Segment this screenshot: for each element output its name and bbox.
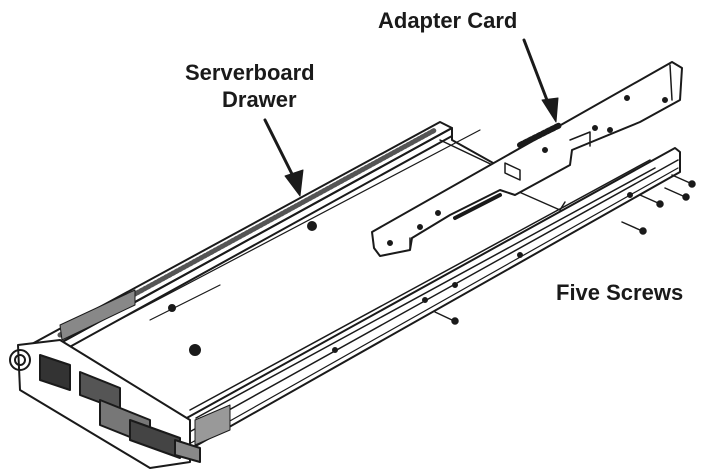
screw xyxy=(639,194,664,208)
screw xyxy=(434,311,459,325)
adapter-card-arrow xyxy=(522,38,559,123)
adapter-card-label: Adapter Card xyxy=(378,8,518,33)
serverboard-drawer xyxy=(29,121,681,453)
adapter-card xyxy=(371,61,683,257)
screws xyxy=(434,174,696,325)
front-panel xyxy=(9,339,231,469)
five-screws-label: Five Screws xyxy=(556,280,684,305)
serverboard-drawer-arrow xyxy=(263,118,304,197)
serverboard-drawer-label-line2: Drawer xyxy=(222,87,297,112)
screw xyxy=(621,221,647,235)
screw xyxy=(664,187,690,201)
serverboard-drawer-label-line1: Serverboard xyxy=(185,60,315,85)
screw xyxy=(671,174,696,188)
